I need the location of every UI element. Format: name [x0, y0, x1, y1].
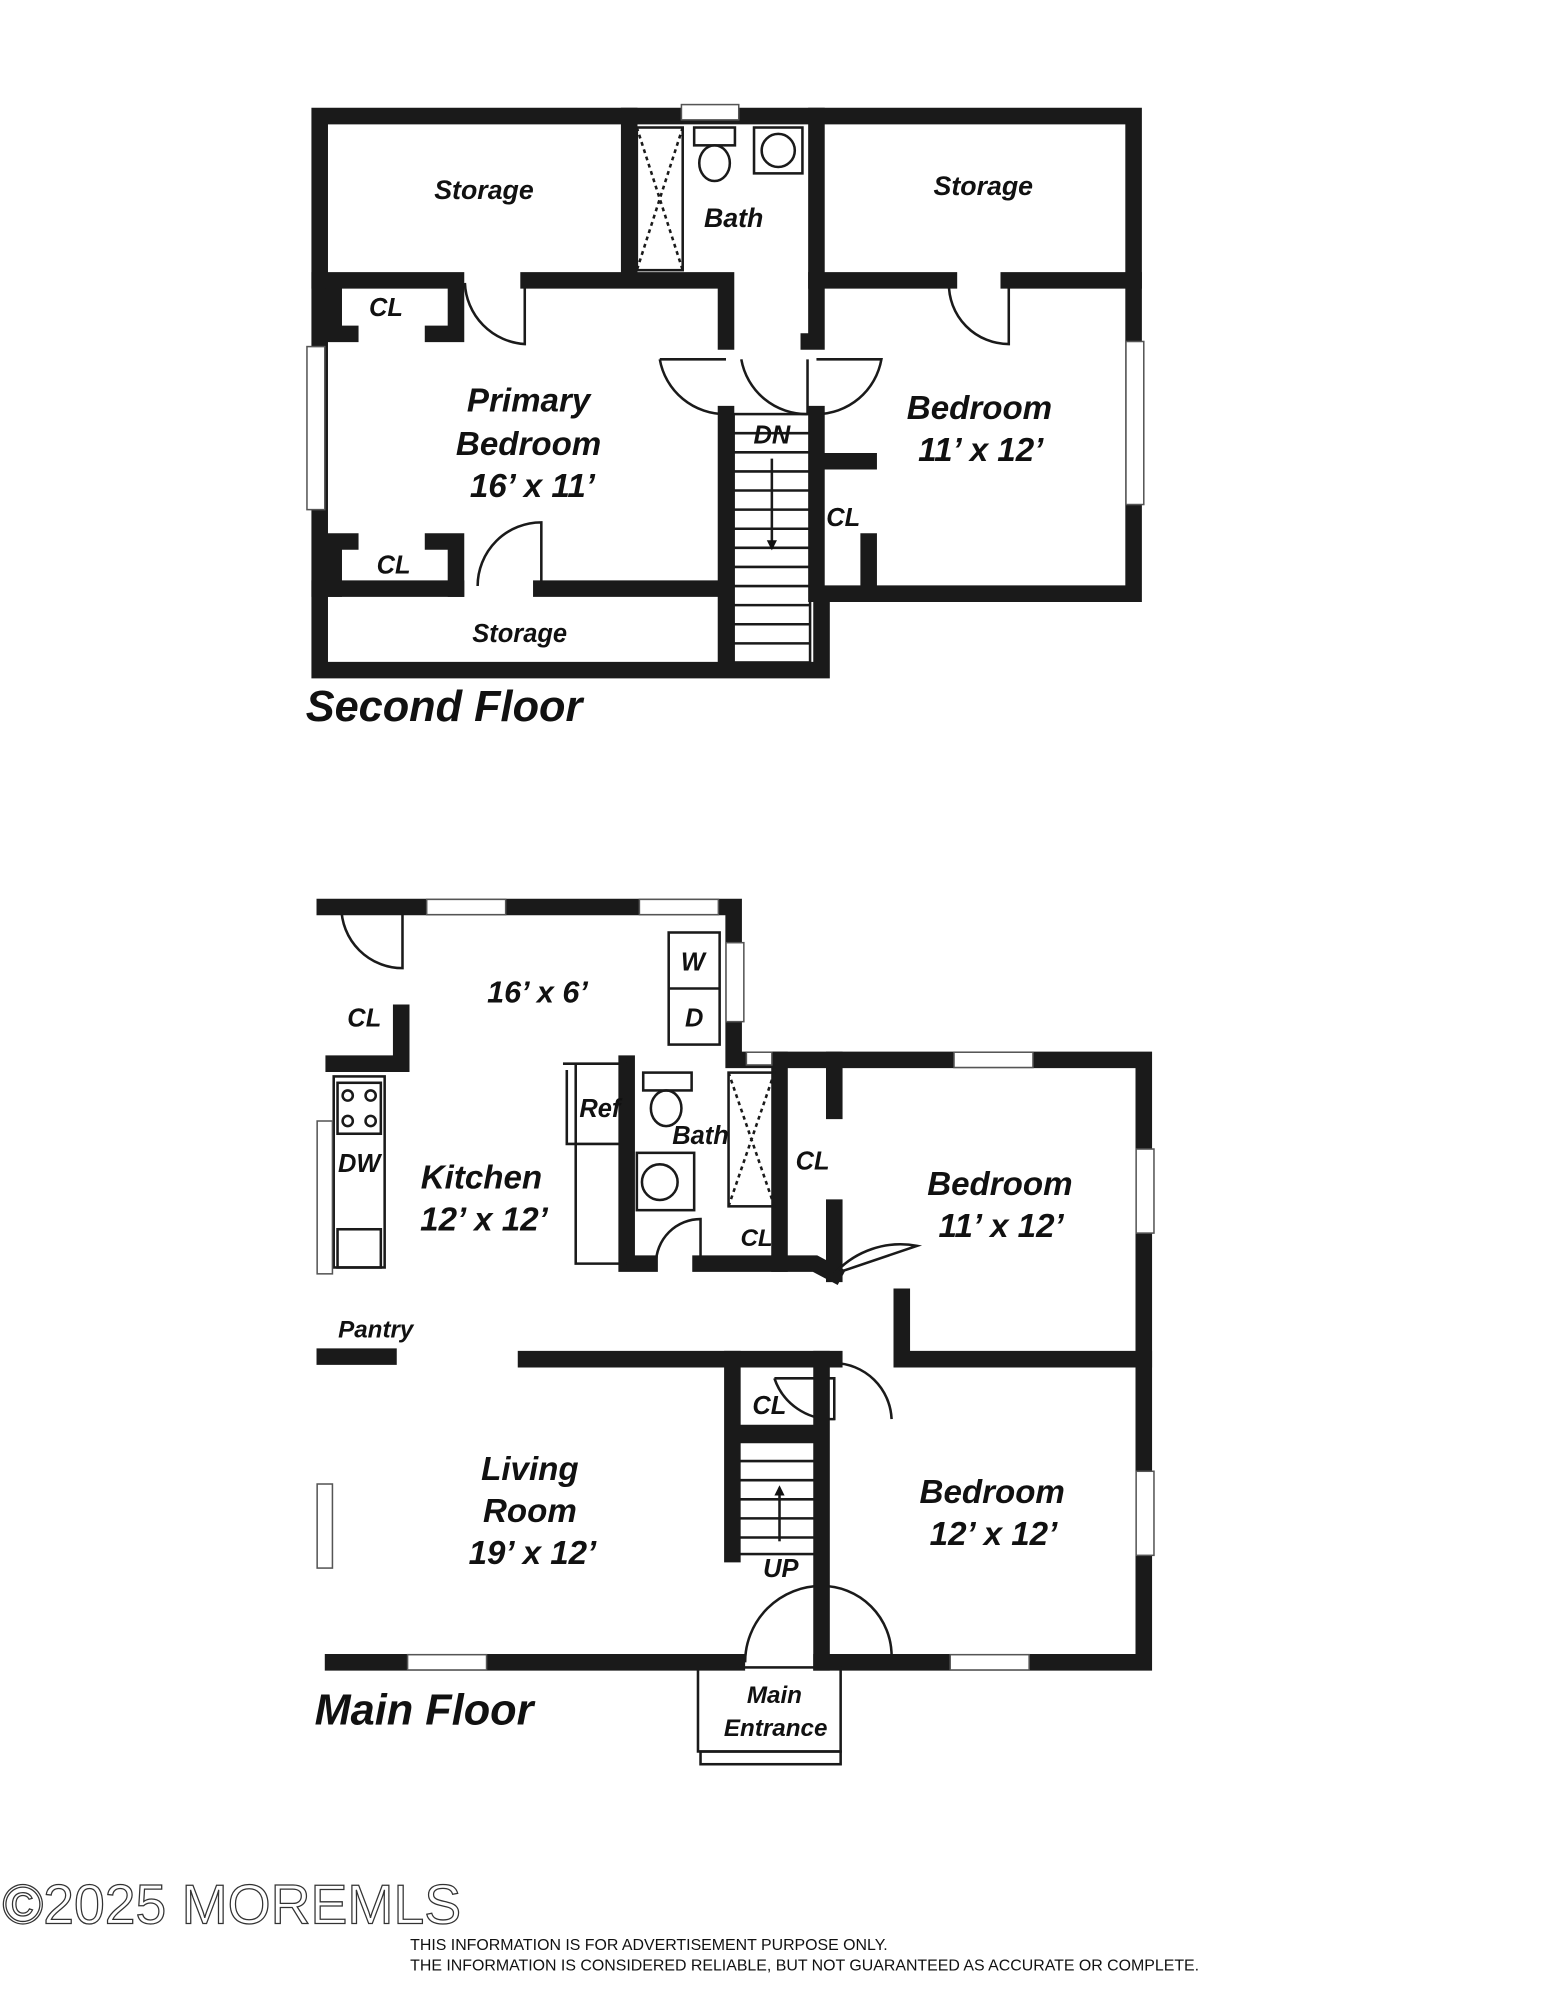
closet-label: CL: [377, 551, 411, 579]
stairs-label: UP: [763, 1555, 799, 1583]
room-label-kitchen: Kitchen: [421, 1160, 542, 1197]
room-label-storage: Storage: [434, 175, 534, 205]
fridge-label: Ref: [579, 1095, 623, 1123]
room-label-storage: Storage: [934, 171, 1034, 201]
room-label-bedroom: Bedroom: [920, 1474, 1065, 1511]
room-dimensions: 19’ x 12’: [469, 1535, 597, 1572]
closet-label: CL: [796, 1147, 830, 1175]
entrance-label: Entrance: [724, 1715, 828, 1742]
dishwasher-label: DW: [338, 1150, 382, 1178]
dryer-label: D: [685, 1005, 703, 1033]
disclaimer-line: THE INFORMATION IS CONSIDERED RELIABLE, …: [410, 1958, 1199, 1975]
room-dimensions: 11’ x 12’: [939, 1208, 1065, 1245]
main-floor-plan: 16’ x 6’ W D CL Ref DW Pantry Kitchen 12…: [315, 898, 1155, 1766]
washer-label: W: [681, 949, 707, 977]
closet-label: CL: [752, 1392, 786, 1420]
closet-label: CL: [369, 294, 403, 322]
room-label-bedroom: Bedroom: [927, 1166, 1072, 1203]
closet-label: CL: [826, 504, 860, 532]
closet-label: CL: [347, 1005, 381, 1033]
room-dimensions: 12’ x 12’: [930, 1516, 1058, 1553]
room-label-living-room: Living: [481, 1451, 579, 1488]
stairs-label: DN: [753, 421, 790, 449]
floor-title: Main Floor: [315, 1687, 536, 1735]
disclaimer-line: THIS INFORMATION IS FOR ADVERTISEMENT PU…: [410, 1937, 888, 1954]
stairs-up: [737, 1440, 822, 1556]
floor-title: Second Floor: [306, 683, 585, 731]
stairs-down: [732, 412, 812, 664]
room-label-pantry: Pantry: [338, 1317, 415, 1344]
room-label-storage: Storage: [472, 620, 567, 648]
second-floor-plan: Storage Storage Storage Bath CL CL CL Pr…: [306, 103, 1145, 731]
room-dimensions: 16’ x 11’: [470, 468, 596, 505]
room-label-primary-bedroom: Bedroom: [456, 426, 601, 463]
watermark: ©2025 MOREMLS: [3, 1872, 462, 1935]
closet-label: CL: [740, 1225, 772, 1252]
room-label-bath: Bath: [704, 203, 763, 233]
room-label-bath: Bath: [672, 1122, 729, 1150]
room-dimensions: 12’ x 12’: [420, 1202, 548, 1239]
room-dimensions: 11’ x 12’: [918, 432, 1044, 469]
room-label-living-room: Room: [483, 1493, 577, 1530]
room-label-bedroom: Bedroom: [907, 390, 1052, 427]
room-dimensions: 16’ x 6’: [487, 976, 588, 1010]
room-label-primary-bedroom: Primary: [467, 383, 592, 420]
entrance-label: Main: [747, 1682, 802, 1709]
